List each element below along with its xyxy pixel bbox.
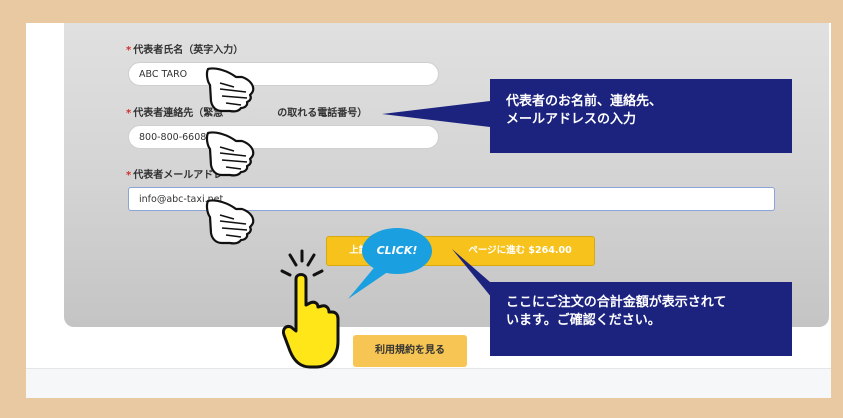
name-label-text: 代表者氏名（英字入力） xyxy=(133,45,244,56)
name-field-label: *代表者氏名（英字入力） xyxy=(126,41,243,56)
phone-field-label: *代表者連絡先（緊急 の取れる電話番号） xyxy=(126,104,367,119)
callout-pointer-contact xyxy=(382,101,490,127)
callout-contact-info: 代表者のお名前、連絡先、 メールアドレスの入力 xyxy=(490,79,792,153)
callout-pointer-total xyxy=(452,249,492,298)
email-field-label: *代表者メールアドレ xyxy=(126,166,223,181)
email-label-text: 代表者メールアドレ xyxy=(133,170,224,181)
pointing-hand-icon xyxy=(205,67,255,113)
annotation-overlay xyxy=(205,67,492,369)
view-terms-button[interactable]: 利用規約を見る xyxy=(353,335,467,367)
footer-strip xyxy=(26,368,831,398)
phone-label-tail: の取れる電話番号） xyxy=(277,108,368,119)
required-mark: * xyxy=(126,45,132,56)
email-input[interactable] xyxy=(128,187,775,211)
phone-input[interactable] xyxy=(128,125,439,149)
tap-hand-icon xyxy=(280,249,340,369)
phone-label-text: 代表者連絡先（緊急 xyxy=(133,108,224,119)
required-mark: * xyxy=(126,108,132,119)
pointing-hand-icon xyxy=(205,131,255,177)
proceed-label-end: ページに進む $264.00 xyxy=(468,245,572,256)
bubble-tail xyxy=(348,263,392,299)
callout-total-line-1: ここにご注文の合計金額が表示されて xyxy=(506,295,727,310)
callout-contact-line-1: 代表者のお名前、連絡先、 xyxy=(506,94,663,109)
click-bubble: CLICK! xyxy=(362,228,432,274)
required-mark: * xyxy=(126,170,132,181)
callout-contact-line-2: メールアドレスの入力 xyxy=(506,112,637,127)
pointing-hand-icon xyxy=(205,199,255,245)
callout-total-line-2: います。ご確認ください。 xyxy=(506,313,661,328)
callout-total-amount: ここにご注文の合計金額が表示されて います。ご確認ください。 xyxy=(490,282,792,356)
name-input[interactable] xyxy=(128,62,439,86)
